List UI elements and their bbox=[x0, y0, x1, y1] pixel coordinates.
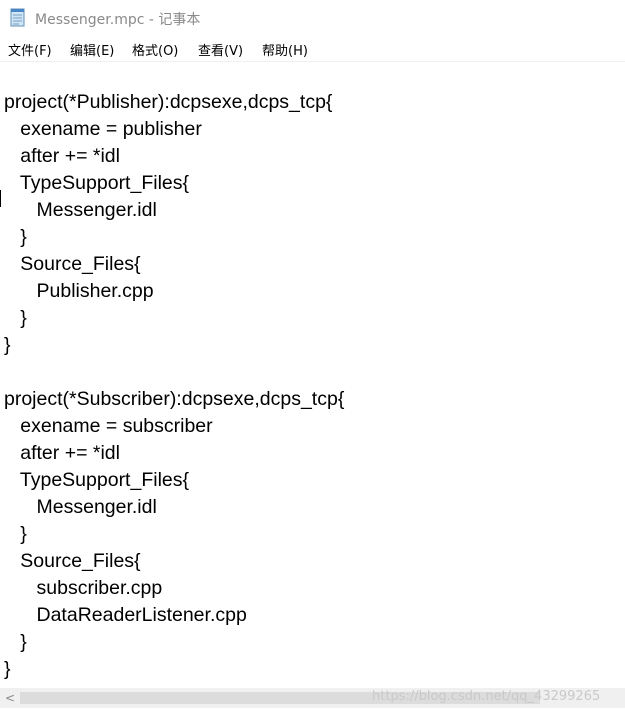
horizontal-scrollbar[interactable]: < bbox=[0, 688, 625, 708]
menu-divider bbox=[0, 61, 625, 62]
code-line: } bbox=[4, 658, 11, 680]
code-line: Publisher.cpp bbox=[4, 280, 154, 302]
text-editor[interactable]: project(*Publisher):dcpsexe,dcps_tcp{ ex… bbox=[0, 62, 625, 687]
menu-format[interactable]: 格式(O) bbox=[132, 44, 179, 59]
menu-bar: 文件(F) 编辑(E) 格式(O) 查看(V) 帮助(H) bbox=[0, 37, 625, 61]
code-line: TypeSupport_Files{ bbox=[4, 469, 190, 491]
menu-view[interactable]: 查看(V) bbox=[198, 44, 244, 59]
scroll-left-arrow-icon[interactable]: < bbox=[4, 691, 16, 705]
menu-file[interactable]: 文件(F) bbox=[8, 44, 52, 59]
window-title: Messenger.mpc - 记事本 bbox=[35, 12, 201, 28]
code-line: Source_Files{ bbox=[4, 550, 141, 572]
code-line: exename = publisher bbox=[4, 118, 202, 140]
notepad-icon bbox=[9, 8, 27, 28]
text-caret bbox=[0, 190, 1, 207]
code-line: DataReaderListener.cpp bbox=[4, 604, 247, 626]
code-line: after += *idl bbox=[4, 442, 120, 464]
code-line bbox=[4, 359, 344, 386]
code-line: } bbox=[4, 334, 11, 356]
scrollbar-thumb[interactable] bbox=[20, 692, 540, 704]
code-line: TypeSupport_Files{ bbox=[4, 172, 190, 194]
code-line: Source_Files{ bbox=[4, 253, 141, 275]
bottom-edge bbox=[0, 708, 625, 715]
watermark-text: https://blog.csdn.net/qq_43299265 bbox=[372, 689, 601, 704]
code-line: subscriber.cpp bbox=[4, 577, 163, 599]
menu-help[interactable]: 帮助(H) bbox=[262, 44, 308, 59]
code-line: after += *idl bbox=[4, 145, 120, 167]
code-line: } bbox=[4, 226, 27, 248]
code-line: } bbox=[4, 631, 27, 653]
title-bar: Messenger.mpc - 记事本 bbox=[0, 0, 625, 36]
code-line: project(*Publisher):dcpsexe,dcps_tcp{ bbox=[4, 91, 333, 113]
menu-edit[interactable]: 编辑(E) bbox=[70, 44, 115, 59]
editor-lines: project(*Publisher):dcpsexe,dcps_tcp{ ex… bbox=[4, 89, 344, 683]
code-line: Messenger.idl bbox=[4, 496, 157, 518]
code-line: Messenger.idl bbox=[4, 199, 157, 221]
code-line: exename = subscriber bbox=[4, 415, 213, 437]
code-line: project(*Subscriber):dcpsexe,dcps_tcp{ bbox=[4, 388, 345, 410]
code-line: } bbox=[4, 307, 27, 329]
code-line: } bbox=[4, 523, 27, 545]
